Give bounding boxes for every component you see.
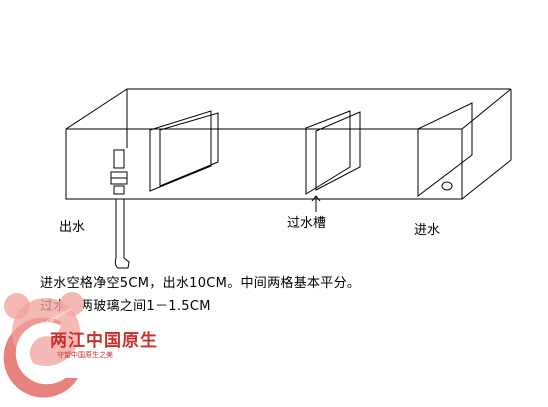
trough-arrow bbox=[311, 195, 321, 212]
right-partition bbox=[417, 102, 473, 198]
logo-subtitle: 守望中国原生之美 bbox=[57, 351, 113, 359]
middle-trough-glasses bbox=[305, 110, 361, 195]
tank-edge-top-left bbox=[65, 88, 128, 130]
tank-edge-top-right bbox=[461, 88, 512, 130]
outlet-pipe bbox=[110, 149, 130, 269]
left-partition bbox=[149, 110, 219, 192]
middle-trough-label: 过水槽 bbox=[287, 216, 327, 231]
logo-title: 两江中国原生 bbox=[50, 331, 158, 351]
inlet-label: 进水 bbox=[414, 223, 441, 238]
tank-front-face bbox=[65, 128, 463, 200]
watermark-logo bbox=[3, 292, 84, 398]
note-line-1: 进水空格净空5CM，出水10CM。中间两格基本平分。 bbox=[40, 276, 361, 291]
inlet-hole bbox=[441, 181, 453, 191]
outlet-label: 出水 bbox=[59, 220, 86, 235]
tank-edge-bottom-right bbox=[461, 159, 512, 200]
